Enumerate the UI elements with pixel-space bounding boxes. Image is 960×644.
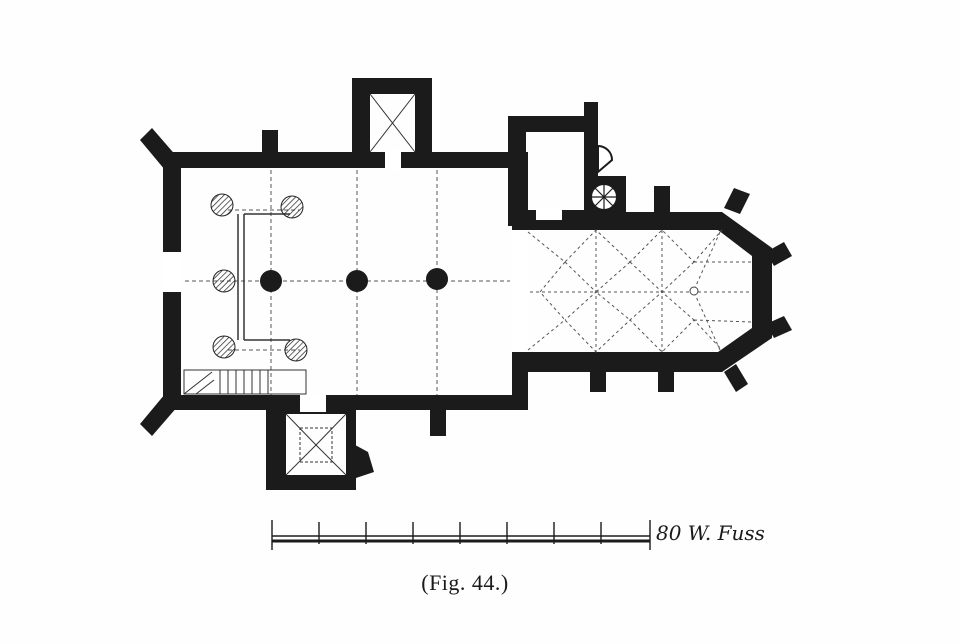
pier-3 <box>426 268 448 290</box>
pier-1 <box>260 270 282 292</box>
chancel-vault <box>527 229 753 353</box>
buttress-chancel-se <box>724 364 748 392</box>
openings <box>300 150 562 412</box>
south-porch-stair <box>346 440 374 478</box>
scale-ticks <box>271 520 651 550</box>
west-stair <box>183 369 307 395</box>
chancel-walls <box>512 212 772 372</box>
buttress-north-1 <box>262 130 278 154</box>
south-porch <box>266 400 356 490</box>
buttress-chancel-ne <box>724 188 750 214</box>
scale-label: 80 W. Fuss <box>656 521 765 545</box>
buttress-chancel-e2 <box>766 316 792 338</box>
buttress-south-1 <box>430 408 446 436</box>
porch-vaults <box>285 93 416 476</box>
chancel-keystone <box>689 286 699 296</box>
figure-caption: (Fig. 44.) <box>421 570 509 595</box>
buttress-nw <box>140 128 178 170</box>
buttress-chancel-s2 <box>658 370 674 392</box>
buttress-chancel-e1 <box>766 242 792 266</box>
gallery-supports <box>210 193 308 362</box>
piers <box>260 268 448 292</box>
north-porch <box>352 78 432 158</box>
scale-bar: 80 W. Fuss <box>271 520 765 550</box>
walls <box>140 78 792 490</box>
buttress-chancel-s1 <box>590 370 606 392</box>
pier-2 <box>346 270 368 292</box>
buttress-chancel-n1 <box>654 186 670 214</box>
gallery-rails <box>237 213 290 341</box>
buttress-sw <box>140 394 178 436</box>
